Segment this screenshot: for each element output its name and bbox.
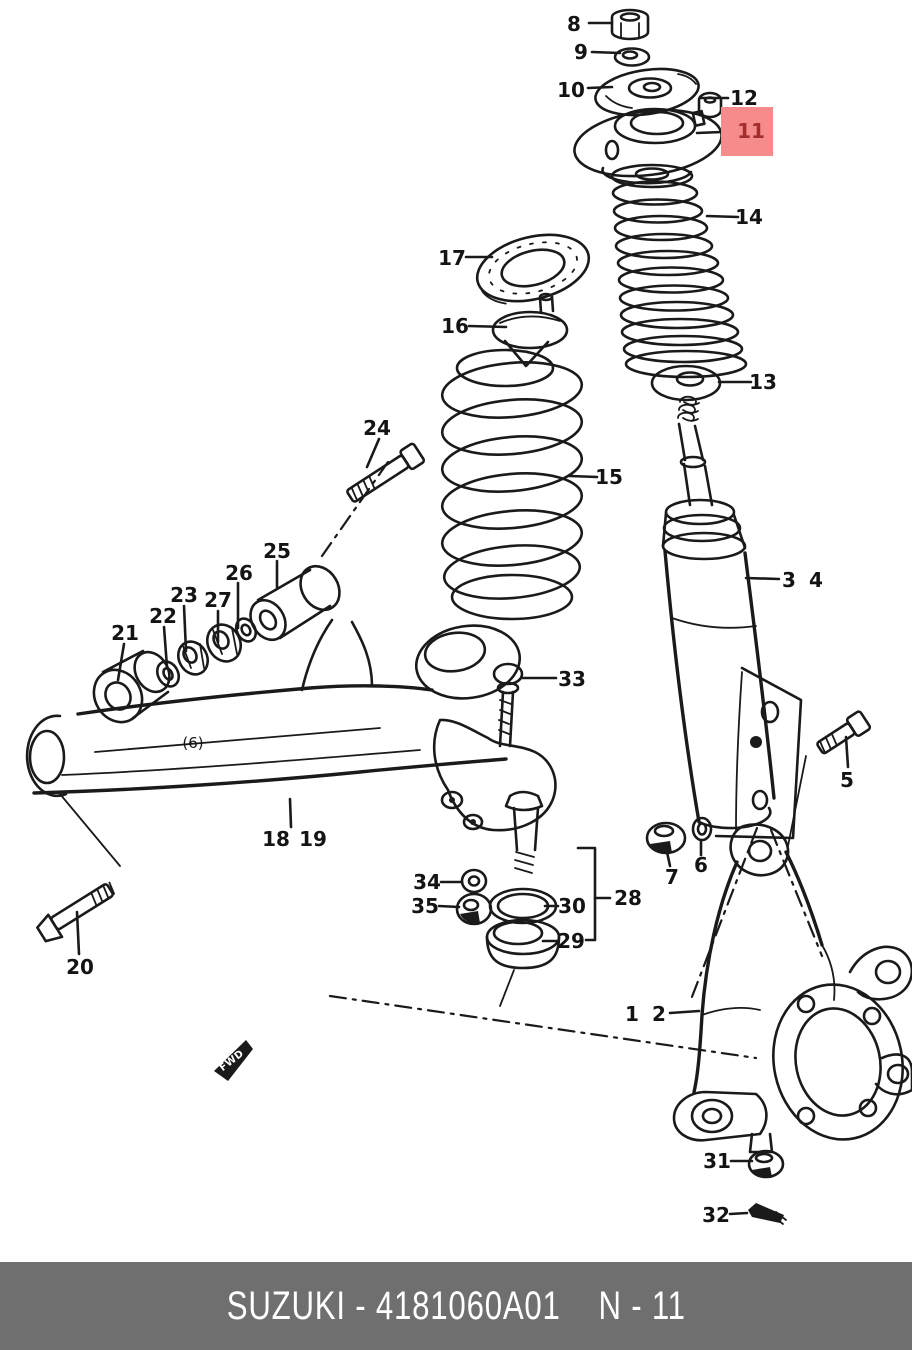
bolt-5-art: [816, 710, 872, 755]
part-label-27[interactable]: 27: [204, 588, 232, 612]
part-label-35[interactable]: 35: [411, 894, 439, 918]
strut-mount-11-art: [573, 107, 723, 185]
part-label-7[interactable]: 7: [665, 865, 679, 889]
arm-leader-line: [59, 793, 121, 867]
part-label-19[interactable]: 19: [299, 827, 327, 851]
part-label-32[interactable]: 32: [702, 1203, 730, 1227]
footer-gap: [560, 1284, 598, 1328]
part-label-10[interactable]: 10: [557, 78, 585, 102]
footer-bar: SUZUKI - 4181060A01 N - 11: [0, 1262, 912, 1350]
part-label-29[interactable]: 29: [557, 929, 585, 953]
part-label-14[interactable]: 14: [735, 205, 763, 229]
ball-joint-stud-art: [504, 790, 544, 874]
control-arm-art: [25, 618, 557, 832]
bolt-20-art: [36, 881, 115, 943]
part-label-6[interactable]: 6: [694, 853, 708, 877]
casting-mark: (6): [182, 734, 204, 752]
footer-text: SUZUKI - 4181060A01 N - 11: [226, 1284, 685, 1329]
fwd-arrow-icon: [214, 1040, 253, 1081]
part-label-16[interactable]: 16: [441, 314, 469, 338]
part-label-24[interactable]: 24: [363, 416, 391, 440]
support-10-art: [594, 67, 700, 117]
suspension-diagram-art: [25, 8, 912, 1225]
part-label-11[interactable]: 11: [737, 119, 765, 143]
part-label-17[interactable]: 17: [438, 246, 466, 270]
part-label-26[interactable]: 26: [225, 561, 253, 585]
nut-8-art: [610, 8, 650, 41]
bushing-25-art: [249, 564, 341, 642]
part-label-33[interactable]: 33: [558, 667, 586, 691]
nut-31-art: [747, 1149, 785, 1179]
center-lines: [320, 460, 824, 1060]
part-label-25[interactable]: 25: [263, 539, 291, 563]
part-label-20[interactable]: 20: [66, 955, 94, 979]
part-label-4[interactable]: 4: [809, 568, 823, 592]
part-label-12[interactable]: 12: [730, 86, 758, 110]
part-label-31[interactable]: 31: [703, 1149, 731, 1173]
part-label-15[interactable]: 15: [595, 465, 623, 489]
part-label-18[interactable]: 18: [262, 827, 290, 851]
part-label-9[interactable]: 9: [574, 40, 588, 64]
bolt-24-art: [346, 442, 426, 503]
part-number: 4181060A01: [375, 1283, 561, 1328]
part-label-2[interactable]: 2: [652, 1002, 666, 1026]
footer-separator: -: [345, 1283, 376, 1328]
part-label-30[interactable]: 30: [558, 894, 586, 918]
bellows-14-art: [610, 163, 748, 379]
bolt-33-art: [492, 662, 524, 748]
part-label-5[interactable]: 5: [840, 768, 854, 792]
leader-lines: [75, 21, 850, 1216]
washer-22-art: [155, 660, 181, 688]
part-label-1[interactable]: 1: [625, 1002, 639, 1026]
cotter-pin-32-art: [748, 1203, 787, 1225]
part-label-22[interactable]: 22: [149, 604, 177, 628]
part-label-13[interactable]: 13: [749, 370, 777, 394]
coil-spring-15-art: [440, 348, 584, 621]
part-label-3[interactable]: 3: [782, 568, 796, 592]
part-label-8[interactable]: 8: [567, 12, 581, 36]
washer-9-art: [613, 47, 651, 67]
knuckle-art: [672, 823, 912, 1154]
page-code: N - 11: [598, 1283, 686, 1328]
part-label-21[interactable]: 21: [111, 621, 139, 645]
washer-6-art: [691, 816, 713, 842]
dust-cup-29-art: [485, 918, 561, 1007]
brand-name: SUZUKI: [226, 1283, 346, 1328]
part-label-34[interactable]: 34: [413, 870, 441, 894]
part-label-28[interactable]: 28: [614, 886, 642, 910]
highlighted-part-box[interactable]: [721, 107, 773, 156]
part-label-23[interactable]: 23: [170, 583, 198, 607]
bump-stop-16-art: [491, 292, 569, 368]
